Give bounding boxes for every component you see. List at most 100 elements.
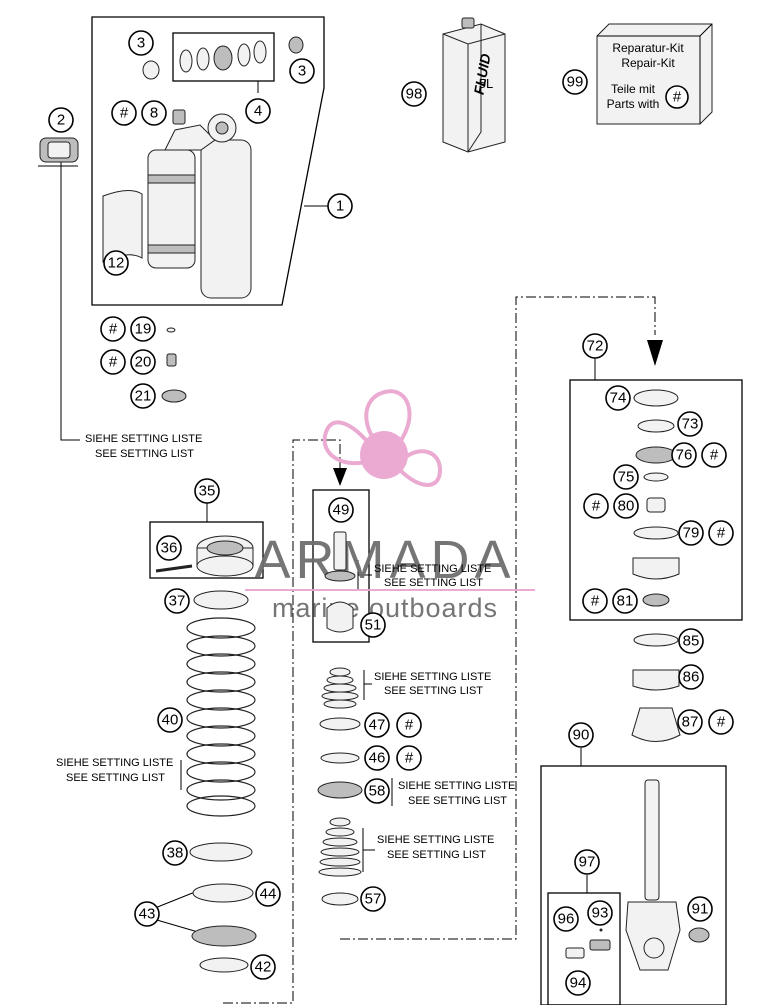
svg-text:97: 97	[579, 854, 596, 871]
svg-text:#: #	[109, 354, 118, 371]
part-bump-stop-87	[631, 707, 681, 742]
svg-text:96: 96	[558, 911, 575, 928]
part-cap-74	[633, 389, 679, 407]
part-nut-51	[326, 601, 354, 633]
svg-text:SEE SETTING LIST: SEE SETTING LIST	[95, 448, 194, 460]
svg-text:SIEHE SETTING LISTE: SIEHE SETTING LISTE	[56, 757, 173, 769]
part-preload-ring-35	[196, 535, 254, 577]
rebound-valve-box	[547, 892, 621, 1005]
propeller-hub	[360, 431, 408, 479]
svg-text:99: 99	[567, 74, 584, 91]
svg-text:#: #	[405, 750, 414, 767]
svg-text:#: #	[405, 717, 414, 734]
callout-47: 47	[364, 712, 390, 738]
svg-text:1: 1	[336, 198, 344, 215]
svg-text:#: #	[591, 593, 600, 610]
callout-hash: #	[708, 709, 734, 735]
svg-text:91: 91	[692, 901, 709, 918]
svg-text:#: #	[717, 714, 726, 731]
svg-text:19: 19	[135, 321, 152, 338]
armada-watermark: ARMADA marine outboards	[245, 389, 535, 623]
callout-90: 90	[568, 722, 594, 748]
callout-72: 72	[582, 333, 608, 359]
callout-8: 8	[141, 100, 167, 126]
callout-73: 73	[677, 411, 703, 437]
part-cap-21	[161, 389, 187, 403]
svg-text:SIEHE SETTING LISTE: SIEHE SETTING LISTE	[374, 671, 491, 683]
svg-text:38: 38	[167, 845, 184, 862]
repair-kit-box-99: Reparatur-Kit Repair-Kit Teile mit Parts…	[596, 23, 713, 125]
callout-36: 36	[156, 535, 182, 561]
svg-text:#: #	[710, 447, 719, 464]
svg-text:SEE SETTING LIST: SEE SETTING LIST	[384, 577, 483, 589]
svg-text:81: 81	[617, 593, 634, 610]
svg-text:74: 74	[610, 390, 627, 407]
leader-line	[149, 889, 201, 911]
part-sleeve-12	[102, 190, 143, 263]
part-shim-stack-2	[318, 817, 362, 877]
svg-text:75: 75	[618, 469, 635, 486]
callout-86: 86	[678, 664, 704, 690]
callout-hash: #	[100, 316, 126, 342]
svg-text:SIEHE SETTING LISTE: SIEHE SETTING LISTE	[374, 563, 491, 575]
part-spring-40	[186, 617, 256, 817]
part-ring-47	[319, 717, 361, 731]
svg-text:SEE SETTING LIST: SEE SETTING LIST	[408, 795, 507, 807]
part-seal-set-4	[179, 40, 267, 73]
svg-text:3: 3	[137, 35, 145, 52]
part-oring-75	[643, 472, 669, 482]
part-piston-58	[317, 781, 363, 799]
callout-38: 38	[162, 840, 188, 866]
watermark-brand: ARMADA	[254, 530, 515, 590]
part-washer-57	[321, 892, 359, 906]
part-ring-44	[192, 883, 254, 903]
propeller-logo	[322, 389, 443, 487]
part-cap-86	[632, 669, 680, 691]
part-cap-81	[642, 593, 670, 607]
part-bushing-80	[646, 497, 666, 513]
callout-20: 20	[130, 349, 156, 375]
callout-91: 91	[687, 896, 713, 922]
callout-81: 81	[612, 588, 638, 614]
callout-4: 4	[245, 98, 271, 124]
part-bushing-3	[142, 60, 160, 80]
svg-text:SEE SETTING LIST: SEE SETTING LIST	[387, 849, 486, 861]
svg-text:35: 35	[199, 483, 216, 500]
routing-line-right	[340, 296, 656, 940]
leader-line	[60, 148, 80, 441]
callout-93: 93	[587, 900, 613, 926]
watermark-tagline: marine outboards	[272, 593, 498, 623]
part-clip-42	[199, 957, 249, 973]
part-seat-37	[193, 590, 249, 610]
callout-42: 42	[250, 954, 276, 980]
svg-text:40: 40	[162, 712, 179, 729]
svg-text:80: 80	[618, 498, 635, 515]
callout-57: 57	[360, 886, 386, 912]
svg-text:#: #	[673, 89, 682, 106]
svg-text:73: 73	[682, 416, 699, 433]
callout-hash: #	[111, 100, 137, 126]
svg-text:49: 49	[333, 502, 350, 519]
svg-text:4: 4	[254, 103, 262, 120]
fluid-volume: 5L	[479, 76, 493, 91]
callout-76: 76	[671, 442, 697, 468]
svg-text:21: 21	[135, 388, 152, 405]
svg-text:SIEHE SETTING LISTE: SIEHE SETTING LISTE	[377, 834, 494, 846]
callout-3: 3	[128, 30, 154, 56]
repair-kit-line3: Teile mit	[611, 82, 656, 96]
callout-51: 51	[360, 612, 386, 638]
part-needle-94	[589, 939, 611, 951]
callout-hash: #	[396, 712, 422, 738]
svg-text:12: 12	[108, 255, 125, 272]
svg-text:#: #	[717, 525, 726, 542]
callout-hash: #	[100, 349, 126, 375]
svg-text:#: #	[120, 105, 129, 122]
callout-46: 46	[364, 745, 390, 771]
svg-text:90: 90	[573, 727, 590, 744]
callout-96: 96	[553, 906, 579, 932]
part-bolt-49	[333, 531, 347, 571]
svg-text:98: 98	[406, 86, 423, 103]
